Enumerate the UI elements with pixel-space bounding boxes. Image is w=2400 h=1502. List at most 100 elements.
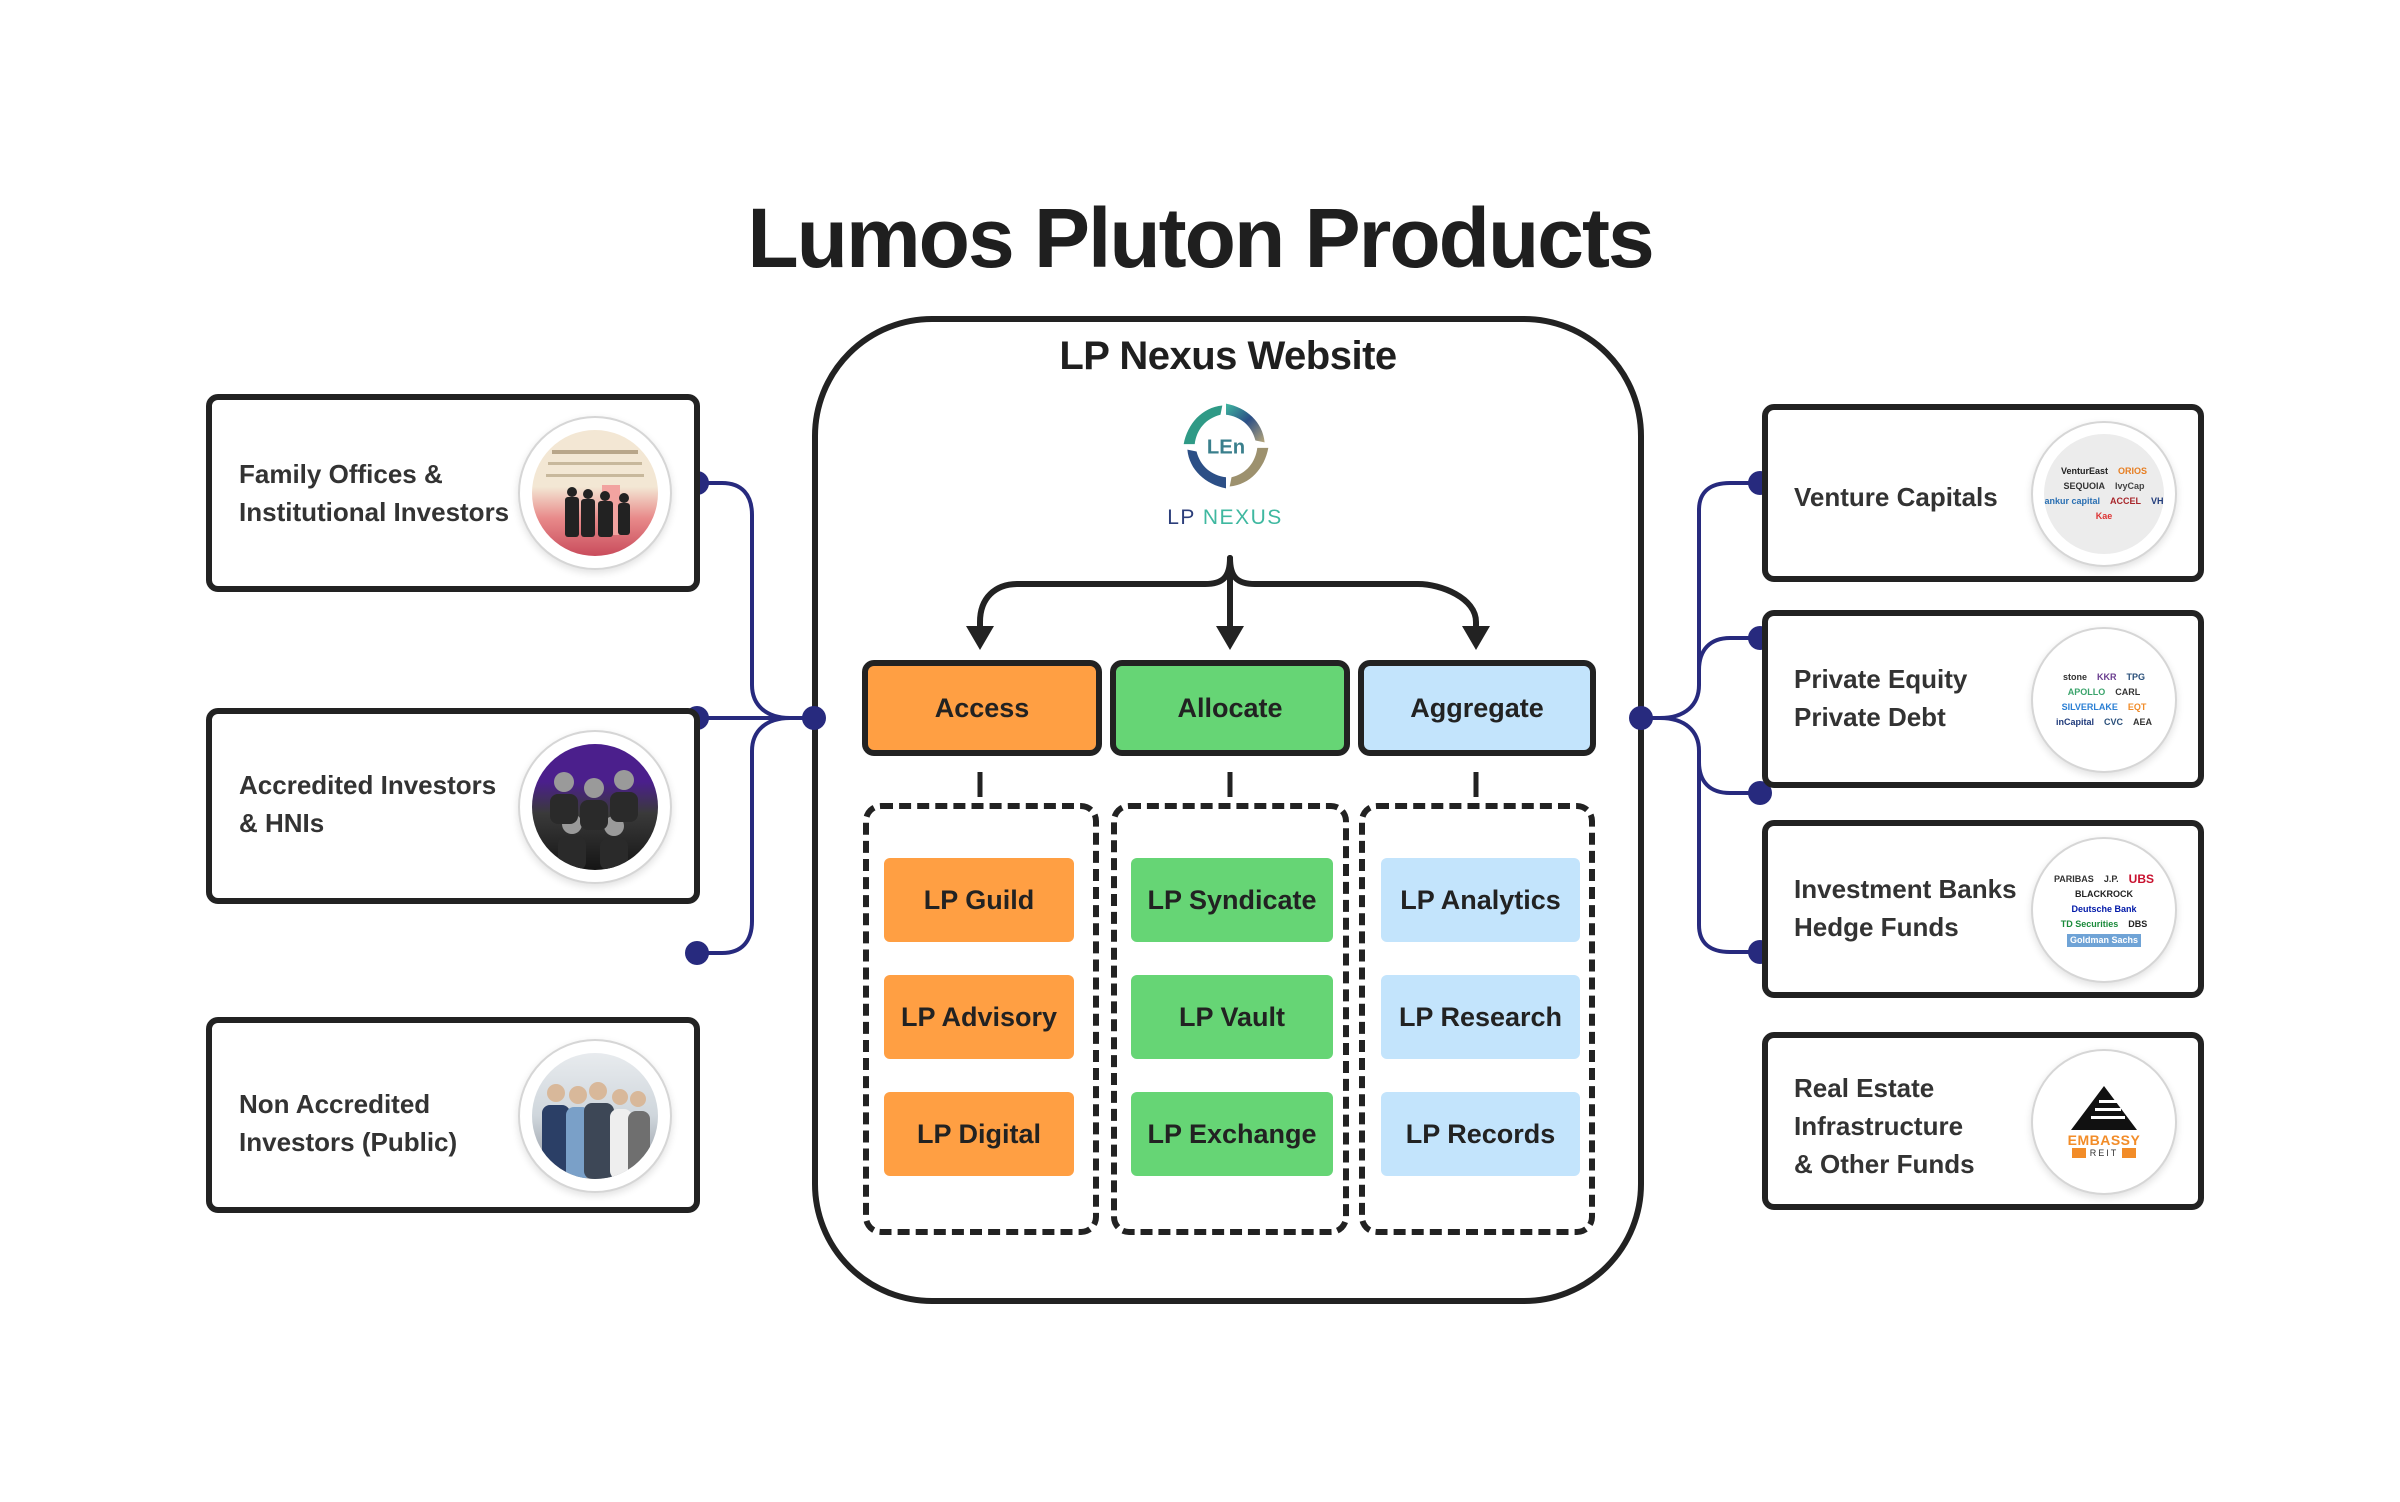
partner-label-line: & Other Funds (1794, 1149, 1975, 1179)
product-label: LP Vault (1178, 1001, 1286, 1032)
partner-investment-banks[interactable]: Investment Banks Hedge Funds PARIBAS J.P… (1762, 820, 2204, 998)
logo-accel: ACCEL (2110, 496, 2141, 506)
logo-carl: CARL (2115, 687, 2141, 697)
partner-label: Private Equity Private Debt (1794, 660, 1967, 736)
product-lp-guild[interactable]: LP Guild (884, 858, 1074, 942)
partner-label-line: Venture Capitals (1794, 482, 1998, 512)
logo-blackrock: BLACKROCK (2075, 888, 2133, 899)
pillar-allocate-label: Allocate (1177, 692, 1283, 723)
product-lp-analytics[interactable]: LP Analytics (1381, 858, 1580, 942)
people-silhouettes-icon (546, 450, 644, 537)
left-connector-dots (685, 471, 826, 965)
product-label: LP Analytics (1400, 884, 1561, 915)
family-offices-collage-image (518, 416, 672, 570)
wordmark-lp: LP (1167, 506, 1196, 529)
partner-label-line: Private Equity (1794, 664, 1968, 694)
logo-jp: J.P. (2103, 873, 2119, 884)
partner-label-line: Hedge Funds (1794, 912, 1959, 942)
pillar-access-label: Access (934, 692, 1030, 723)
product-label: LP Guild (923, 884, 1035, 915)
audience-accredited-investors[interactable]: Accredited Investors & HNIs (206, 708, 700, 904)
product-lp-exchange[interactable]: LP Exchange (1131, 1092, 1333, 1176)
logo-goldman-sachs: Goldman Sachs (2066, 933, 2142, 947)
embassy-reit-logo-image: EMBASSY REIT (2031, 1049, 2177, 1195)
right-connectors (1641, 481, 1760, 954)
partner-label: Venture Capitals (1794, 478, 1998, 516)
logo-dbs: DBS (2128, 918, 2148, 929)
logo-kkr: KKR (2097, 672, 2117, 682)
aggregate-group (1359, 803, 1595, 1235)
pe-logos-image: stone KKR TPG APOLLO CARL SILVERLAKE EQT… (2031, 627, 2177, 773)
audience-non-accredited-investors[interactable]: Non Accredited Investors (Public) (206, 1017, 700, 1213)
logo-kae: Kae (2095, 511, 2113, 521)
left-connectors (697, 481, 814, 955)
product-label: LP Digital (916, 1118, 1042, 1149)
accredited-investors-photo-image (518, 730, 672, 884)
allocate-group (1111, 803, 1349, 1235)
vc-logos-image: VenturEast ORIOS SEQUOIA IvyCap ankur ca… (2031, 421, 2177, 567)
partner-private-equity[interactable]: Private Equity Private Debt stone KKR TP… (1762, 610, 2204, 788)
pillar-allocate[interactable]: Allocate (1110, 660, 1350, 756)
access-group (863, 803, 1099, 1235)
public-investors-photo-image (518, 1039, 672, 1193)
audience-family-offices[interactable]: Family Offices & Institutional Investors (206, 394, 700, 592)
ib-logos-image: PARIBAS J.P. UBS BLACKROCK Deutsche Bank… (2031, 837, 2177, 983)
audience-label-line: Investors (Public) (239, 1127, 458, 1157)
audience-label-line: Accredited Investors (239, 770, 497, 800)
pillar-aggregate-label: Aggregate (1410, 692, 1544, 723)
partner-real-estate[interactable]: Real Estate Infrastructure & Other Funds… (1762, 1032, 2204, 1210)
lp-nexus-website-title: LP Nexus Website (1059, 334, 1397, 378)
logo-vh: VH (2151, 496, 2164, 506)
wordmark-nexus: NEXUS (1202, 506, 1283, 529)
logo-eqt: EQT (2127, 702, 2147, 712)
product-lp-records[interactable]: LP Records (1381, 1092, 1580, 1176)
audience-label: Non Accredited Investors (Public) (239, 1085, 457, 1161)
group-people-icon (542, 1082, 650, 1179)
logo-stone: stone (2062, 672, 2087, 682)
logo-incapital: inCapital (2055, 717, 2094, 727)
logo-tpg: TPG (2126, 672, 2146, 682)
svg-text:LEn: LEn (1207, 436, 1245, 458)
people-portraits-icon (550, 770, 638, 870)
logo-silverlake: SILVERLAKE (2061, 702, 2118, 712)
product-lp-digital[interactable]: LP Digital (884, 1092, 1074, 1176)
pillar-aggregate[interactable]: Aggregate (1358, 660, 1596, 756)
product-label: LP Records (1405, 1118, 1556, 1149)
logo-deutsche-bank: Deutsche Bank (2071, 903, 2137, 914)
logo-paribas: PARIBAS (2053, 873, 2094, 884)
pillar-access[interactable]: Access (862, 660, 1102, 756)
product-label: LP Research (1398, 1001, 1563, 1032)
lp-nexus-logo-icon: LEn (1183, 403, 1269, 489)
product-lp-vault[interactable]: LP Vault (1131, 975, 1333, 1059)
partner-label-line: Investment Banks (1794, 874, 2017, 904)
product-label: LP Exchange (1147, 1118, 1317, 1149)
product-label: LP Advisory (900, 1001, 1058, 1032)
product-label: LP Syndicate (1147, 884, 1317, 915)
audience-label-line: Non Accredited (239, 1089, 431, 1119)
logo-ankur: ankur capital (2044, 496, 2100, 506)
product-lp-advisory[interactable]: LP Advisory (884, 975, 1074, 1059)
logo-venture-east: VenturEast (2060, 466, 2108, 476)
lp-nexus-wordmark: LP NEXUS (1100, 506, 1350, 530)
partner-label: Investment Banks Hedge Funds (1794, 870, 2017, 946)
logo-apollo: APOLLO (2067, 687, 2106, 697)
right-connector-dots (1629, 471, 1772, 964)
audience-label-line: Institutional Investors (239, 497, 510, 527)
logo-td-securities: TD Securities (2060, 918, 2119, 929)
product-lp-syndicate[interactable]: LP Syndicate (1131, 858, 1333, 942)
partner-venture-capitals[interactable]: Venture Capitals VenturEast ORIOS SEQUOI… (1762, 404, 2204, 582)
logo-sequoia: SEQUOIA (2063, 481, 2105, 491)
audience-label-line: & HNIs (239, 808, 325, 838)
logo-orios: ORIOS (2118, 466, 2148, 476)
logo-ivycap: IvyCap (2115, 481, 2145, 491)
dot-non-accredited (685, 941, 709, 965)
logo-aea: AEA (2133, 717, 2153, 727)
audience-label: Family Offices & Institutional Investors (239, 455, 509, 531)
page-title: Lumos Pluton Products (747, 191, 1654, 285)
partner-label-line: Private Debt (1794, 702, 1946, 732)
logo-cvc: CVC (2103, 717, 2123, 727)
partner-label: Real Estate Infrastructure & Other Funds (1794, 1069, 1975, 1183)
partner-label-line: Infrastructure (1794, 1111, 1964, 1141)
audience-label-line: Family Offices & (239, 459, 443, 489)
product-lp-research[interactable]: LP Research (1381, 975, 1580, 1059)
